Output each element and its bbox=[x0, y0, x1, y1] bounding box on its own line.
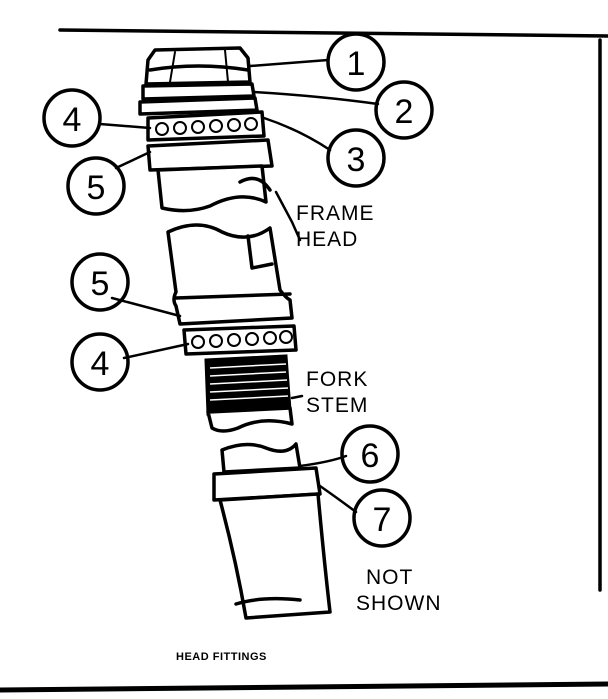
part-upper-cup bbox=[146, 138, 274, 213]
callout-7: 7 bbox=[352, 488, 412, 548]
callout-5-lower: 5 bbox=[70, 252, 130, 312]
part-fork-stem bbox=[204, 354, 294, 433]
callout-number: 7 bbox=[373, 501, 392, 539]
part-frame-head-tube bbox=[166, 223, 294, 326]
label-line: FORK bbox=[306, 368, 368, 391]
part-lower-ball-bearings bbox=[182, 324, 298, 356]
callout-number: 5 bbox=[91, 265, 110, 303]
leader-lines bbox=[98, 58, 380, 514]
callout-2: 2 bbox=[374, 80, 434, 140]
callout-4-lower: 4 bbox=[70, 332, 130, 392]
label-line: FRAME bbox=[296, 202, 375, 225]
part-cone bbox=[138, 96, 259, 116]
callout-number: 5 bbox=[87, 169, 106, 207]
callout-number: 2 bbox=[395, 93, 414, 131]
callout-1: 1 bbox=[326, 32, 386, 92]
page-border bbox=[0, 28, 608, 693]
part-washer bbox=[141, 82, 256, 101]
callout-number: 1 bbox=[347, 45, 366, 83]
label-fork-stem: FORK STEM bbox=[306, 368, 368, 417]
callout-number: 4 bbox=[91, 345, 110, 383]
callout-number: 4 bbox=[63, 101, 82, 139]
label-line: NOT bbox=[366, 566, 413, 589]
part-top-nut bbox=[144, 46, 252, 86]
callout-5-upper: 5 bbox=[66, 156, 126, 216]
callout-3: 3 bbox=[326, 128, 386, 188]
callout-number: 6 bbox=[361, 437, 380, 475]
figure-caption: HEAD FITTINGS bbox=[176, 651, 267, 663]
part-fork-crown bbox=[212, 442, 322, 502]
callout-6: 6 bbox=[340, 424, 400, 484]
label-line: HEAD bbox=[296, 228, 358, 251]
label-frame-head: FRAME HEAD bbox=[296, 202, 375, 251]
label-not-shown: NOT SHOWN bbox=[356, 566, 442, 615]
callout-number: 3 bbox=[347, 141, 366, 179]
part-fork-blade bbox=[218, 492, 332, 620]
label-line: SHOWN bbox=[356, 592, 442, 615]
label-line: STEM bbox=[306, 394, 368, 417]
part-upper-ball-bearings bbox=[146, 110, 266, 142]
callout-4-upper: 4 bbox=[42, 88, 102, 148]
